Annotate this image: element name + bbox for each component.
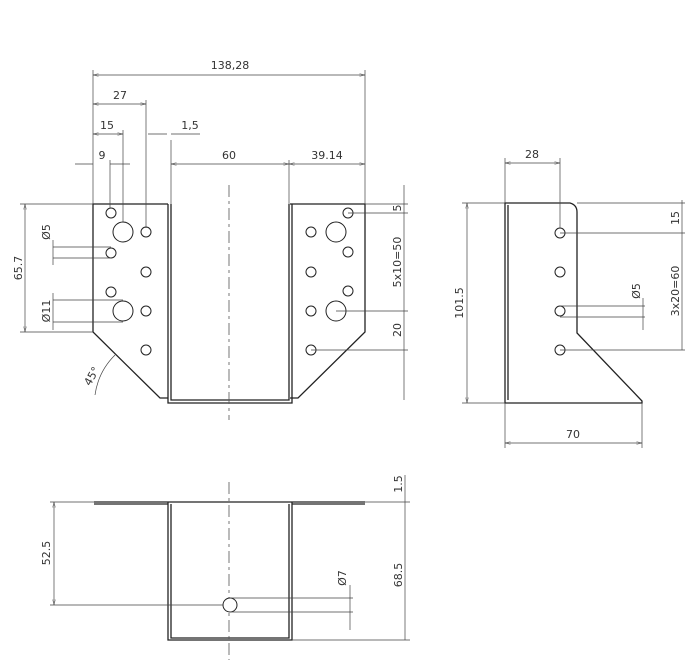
dim-angle: 45° (81, 365, 102, 388)
dim-side-hole-pitch: 3x20=60 (669, 266, 682, 317)
dim-depth: 70 (566, 428, 580, 441)
bottom-outline (94, 501, 365, 641)
left-holes (105, 207, 152, 356)
bottom-hole (222, 597, 238, 613)
channel-outline (167, 204, 293, 404)
dim-thickness: 1,5 (181, 119, 199, 132)
dim-hole-position: 52.5 (40, 541, 53, 566)
dim-27: 27 (113, 89, 127, 102)
dim-small-hole: Ø5 (40, 224, 53, 240)
dim-bottom-depth: 68.5 (392, 563, 405, 588)
dim-bottom-hole-dia: Ø7 (336, 570, 349, 586)
dim-hole-pitch: 5x10=50 (391, 237, 404, 288)
side-holes (554, 227, 566, 356)
right-wing-outline (290, 203, 366, 399)
bottom-view: 52.5 1.5 68.5 Ø7 (40, 475, 410, 660)
dim-large-hole: Ø11 (40, 300, 53, 323)
dim-overall-width: 138,28 (211, 59, 250, 72)
side-view: 28 101.5 15 3x20=60 Ø5 70 (453, 148, 685, 448)
dim-hole-offset: 28 (525, 148, 539, 161)
right-holes (305, 207, 354, 356)
dim-height: 101.5 (453, 287, 466, 319)
dim-channel-width: 60 (222, 149, 236, 162)
dim-15: 15 (100, 119, 114, 132)
dim-side-hole-dia: Ø5 (630, 283, 643, 299)
dim-9: 9 (99, 149, 106, 162)
dim-wing-height: 65.7 (12, 256, 25, 281)
side-outline (504, 202, 643, 404)
front-view: 138,28 27 15 1,5 9 60 39.14 65.7 Ø5 Ø11 … (12, 59, 408, 420)
dim-side-top-offset: 15 (669, 211, 682, 225)
dim-wing-width: 39.14 (311, 149, 343, 162)
dim-top-offset: 5 (391, 205, 404, 212)
dim-bottom-offset: 20 (391, 323, 404, 337)
dim-bottom-thickness: 1.5 (392, 475, 405, 493)
